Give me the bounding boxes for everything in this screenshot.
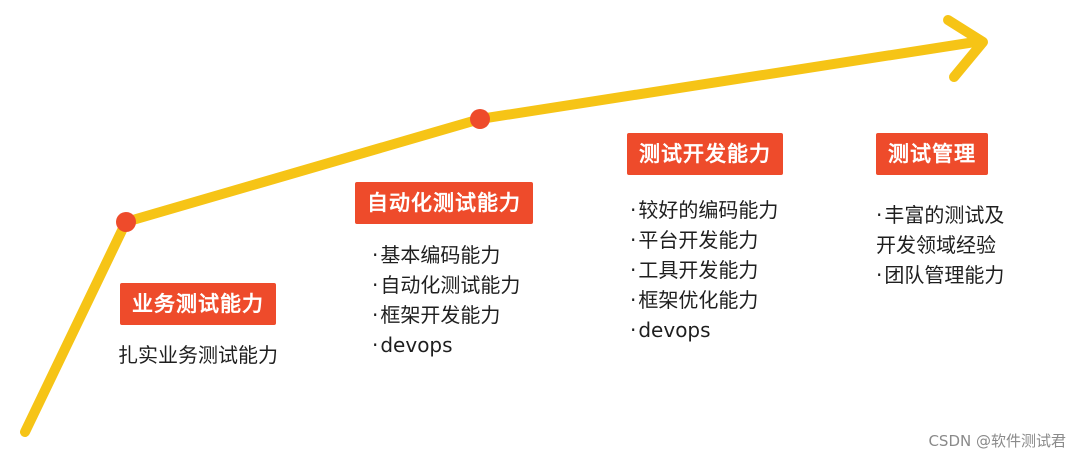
watermark: CSDN @软件测试君 [928, 432, 1066, 450]
stage-2-item: 基本编码能力 [372, 240, 520, 270]
stage-3-list: 较好的编码能力 平台开发能力 工具开发能力 框架优化能力 devops [630, 195, 778, 345]
stage-2-item: devops [372, 330, 520, 360]
stage-4-item: 丰富的测试及 [876, 200, 1004, 230]
stage-4-title: 测试管理 [876, 133, 988, 175]
milestone-dot-1 [116, 212, 136, 232]
arrow-head [943, 15, 988, 82]
stage-3-item: 工具开发能力 [630, 255, 778, 285]
stage-1-item: 扎实业务测试能力 [118, 343, 278, 367]
milestone-dot-2 [470, 109, 490, 129]
stage-1-list: 扎实业务测试能力 [118, 340, 278, 370]
stage-1-title: 业务测试能力 [120, 283, 276, 325]
growth-curve-line [20, 37, 980, 437]
stage-3-item: 框架优化能力 [630, 285, 778, 315]
stage-3-item: 平台开发能力 [630, 225, 778, 255]
stage-4-item: 团队管理能力 [876, 260, 1004, 290]
stage-4-item: 开发领域经验 [876, 233, 996, 257]
stage-2-item: 框架开发能力 [372, 300, 520, 330]
stage-3-item: devops [630, 315, 778, 345]
stage-2-item: 自动化测试能力 [372, 270, 520, 300]
stage-2-list: 基本编码能力 自动化测试能力 框架开发能力 devops [372, 240, 520, 360]
stage-4-list: 丰富的测试及 开发领域经验 团队管理能力 [876, 200, 1004, 290]
stage-2-title: 自动化测试能力 [355, 182, 533, 224]
stage-3-title: 测试开发能力 [627, 133, 783, 175]
stage-3-item: 较好的编码能力 [630, 195, 778, 225]
